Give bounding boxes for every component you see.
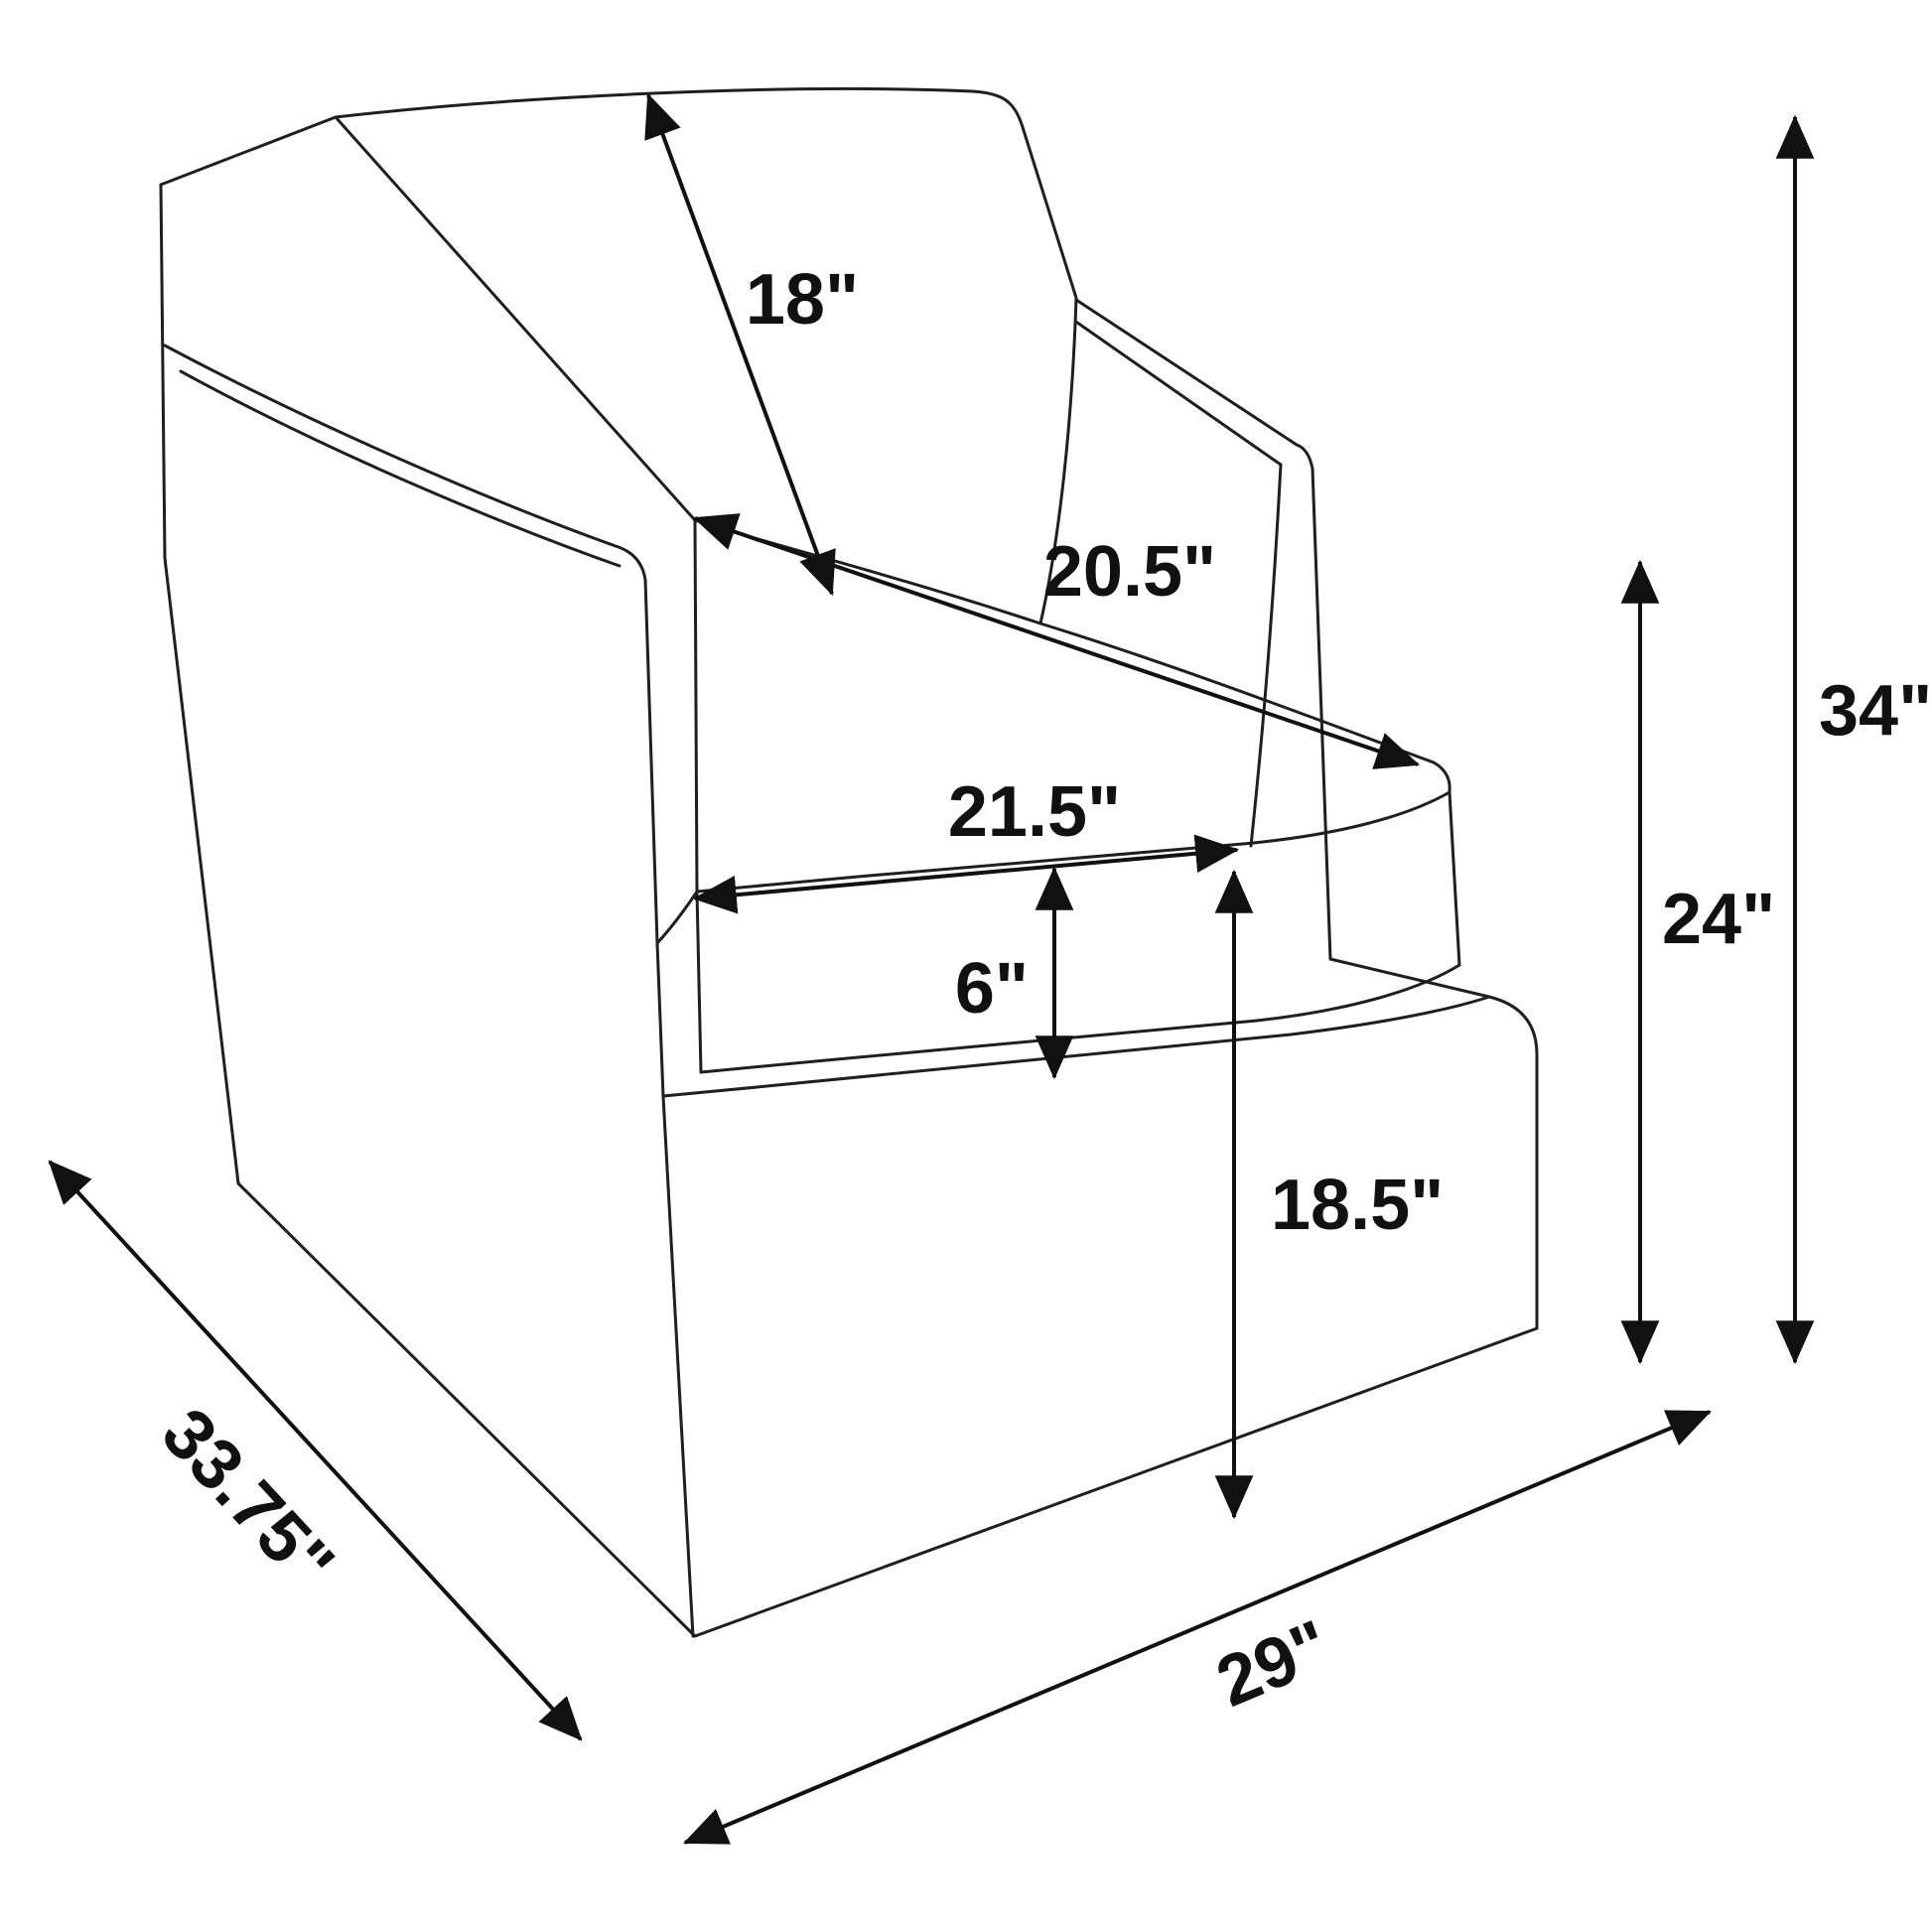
right-arm-outer-edge (1295, 443, 1332, 961)
left-arm (163, 344, 699, 1098)
back-top-left-edge (159, 115, 338, 187)
base-top-right-edge (1328, 957, 1491, 999)
right-arm-inner-front-edge (1249, 463, 1283, 848)
dim-seat-depth: 20.5" (692, 513, 1421, 769)
seat-right-corner (1432, 760, 1451, 794)
dim-label-seat-depth: 20.5" (1043, 532, 1216, 612)
cushion-bottom-welt (699, 963, 1461, 1074)
dim-overall-height: 34" (1775, 114, 1932, 1365)
right-base-edge (1487, 995, 1539, 1330)
dim-seat-depth-arrow (692, 513, 1421, 769)
skirt-front-corner-seam (661, 1094, 695, 1638)
dim-cushion-thickness: 6" (955, 866, 1074, 1080)
bottom-front-edge (693, 1326, 1539, 1638)
dim-label-back-cushion-length: 18" (746, 260, 859, 340)
seat-arm-boundary (1038, 621, 1436, 764)
left-arm-inner-slope (179, 369, 621, 568)
dim-back-cushion-length: 18" (644, 92, 859, 597)
back-frame (159, 115, 338, 187)
back-cushion-outline (334, 87, 1078, 625)
dim-label-cushion-thickness: 6" (955, 949, 1029, 1029)
dim-label-arm-height: 24" (1662, 880, 1775, 959)
dim-label-overall-depth: 33.75" (147, 1394, 349, 1604)
dim-seat-width-arrow (692, 834, 1240, 914)
left-arm-front-bottom (655, 890, 699, 945)
dim-seat-width: 21.5" (692, 772, 1240, 914)
left-arm-inner-edge (693, 518, 699, 894)
dim-label-seat-width: 21.5" (948, 772, 1121, 852)
dim-label-overall-width: 29" (1206, 1605, 1341, 1723)
dim-overall-depth-arrow (48, 1160, 583, 1741)
left-arm-outer-slope (163, 344, 665, 1098)
skirt-top-welt (661, 995, 1491, 1098)
dim-label-overall-height: 34" (1819, 671, 1932, 751)
right-arm-top-outer-edge (1074, 298, 1299, 447)
left-edge (159, 183, 240, 1185)
right-arm-top-inner-edge (1068, 316, 1283, 467)
dim-arm-height: 24" (1620, 559, 1775, 1365)
dim-back-cushion-arrow (644, 92, 836, 597)
cushion-left-edge (695, 890, 703, 1074)
dim-overall-width: 29" (682, 1410, 1713, 1845)
dim-seat-height: 18.5" (1214, 869, 1444, 1520)
dim-label-seat-height: 18.5" (1271, 1166, 1444, 1245)
dim-overall-depth: 33.75" (48, 1160, 583, 1741)
cushion-right-edge (1448, 790, 1461, 967)
dim-overall-width-arrow (682, 1410, 1713, 1845)
